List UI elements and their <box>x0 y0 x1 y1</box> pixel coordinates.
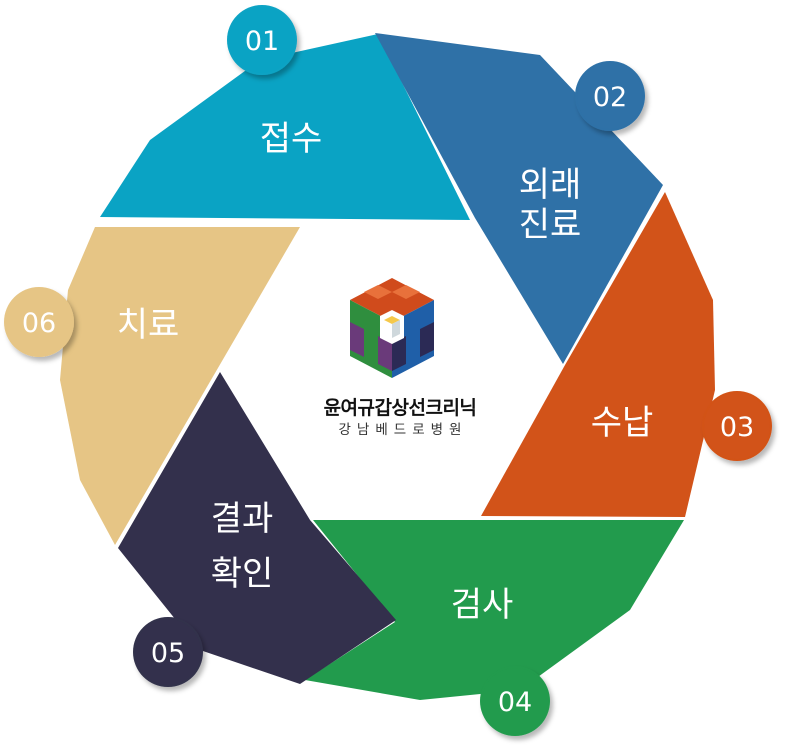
segment-labels: 접수 외래 진료 수납 검사 결과 확인 치료 <box>117 119 654 625</box>
cross-cube-logo-icon <box>350 278 434 378</box>
step-badge-06: 06 <box>4 287 74 357</box>
step-label-05-line1: 결과 <box>211 499 274 539</box>
step-number-04: 04 <box>498 687 532 718</box>
step-number-01: 01 <box>245 26 279 57</box>
step-badge-02: 02 <box>575 61 645 131</box>
step-label-02-line1: 외래 <box>519 165 582 205</box>
step-number-03: 03 <box>720 412 754 443</box>
step-segment-04 <box>305 520 684 700</box>
step-badge-01: 01 <box>227 5 297 75</box>
step-badge-03: 03 <box>702 391 772 461</box>
step-label-05-line2: 확인 <box>211 554 274 594</box>
step-label-04: 검사 <box>451 585 514 625</box>
step-badge-04: 04 <box>480 666 550 736</box>
step-label-03: 수납 <box>591 403 654 443</box>
step-segment-06 <box>60 227 300 545</box>
step-label-02-line2: 진료 <box>519 205 582 245</box>
clinic-name: 윤여규갑상선크리닉 <box>323 397 477 419</box>
step-number-06: 06 <box>22 308 56 339</box>
step-badge-05: 05 <box>133 617 203 687</box>
step-label-06: 치료 <box>117 305 180 345</box>
step-number-02: 02 <box>593 82 627 113</box>
center-brand: 윤여규갑상선크리닉 강남베드로병원 <box>290 396 510 440</box>
step-label-01: 접수 <box>260 119 323 159</box>
hospital-name: 강남베드로병원 <box>338 422 468 438</box>
step-number-05: 05 <box>151 638 185 669</box>
number-badges: 01 02 03 04 05 06 <box>4 5 772 736</box>
step-segment-03 <box>481 192 715 517</box>
step-segment-01 <box>100 34 470 220</box>
step-segment-05 <box>118 372 396 684</box>
